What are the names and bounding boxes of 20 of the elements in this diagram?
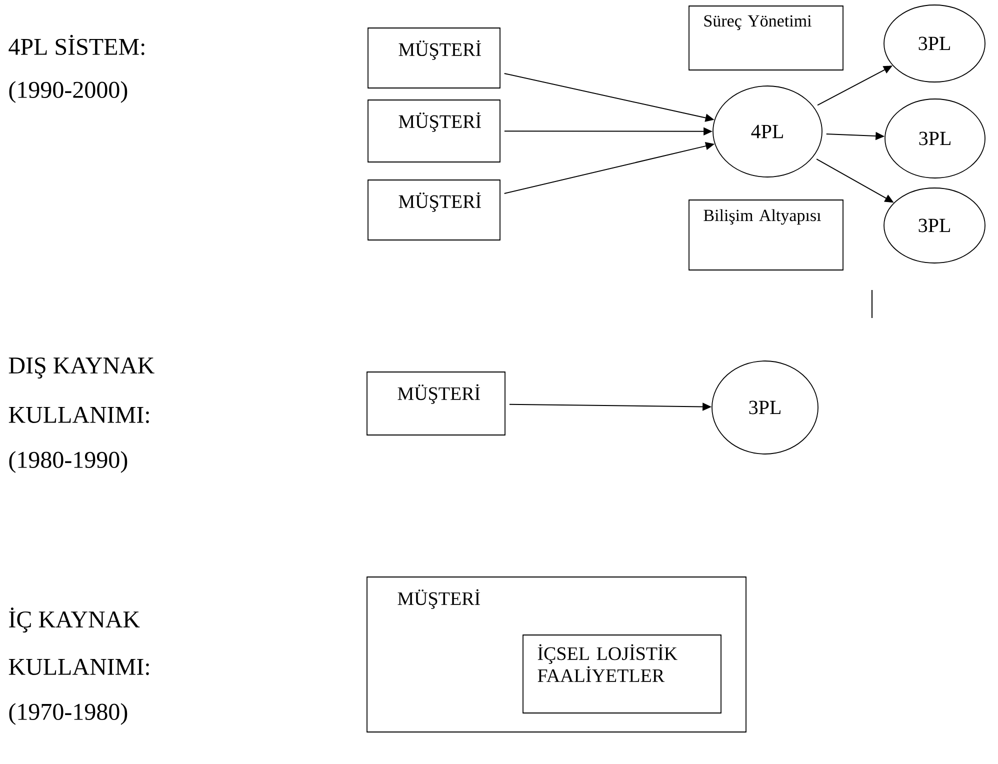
process-box: İÇSEL LOJİSTİK FAALİYETLER [522,634,722,714]
process-box: MÜŞTERİ [368,28,500,88]
period-label: DIŞ KAYNAK [8,358,154,378]
ellipse-node: 3PL [884,188,986,264]
period-label: (1990-2000) [9,81,128,103]
period-label: KULLANIMI: [8,658,149,676]
process-box: MÜŞTERİ [366,372,506,436]
ellipse-node: 3PL [884,98,986,178]
ellipse-node: 3PL [712,360,818,454]
period-label: İÇ KAYNAK [9,608,140,632]
ellipse-node: 3PL [884,4,986,82]
period-label: 4PL SİSTEM: [8,34,144,56]
period-label: KULLANIMI: [8,406,149,424]
process-box: MÜŞTERİ [368,180,500,240]
process-box: Bilişim Altyapısı [688,200,844,270]
period-label: (1980-1990) [9,451,128,473]
process-box: Süreç Yönetimi [688,6,844,70]
period-label: (1970-1980) [9,703,128,725]
process-box: MÜŞTERİ [368,100,500,162]
ellipse-node: 4PL [712,86,822,178]
